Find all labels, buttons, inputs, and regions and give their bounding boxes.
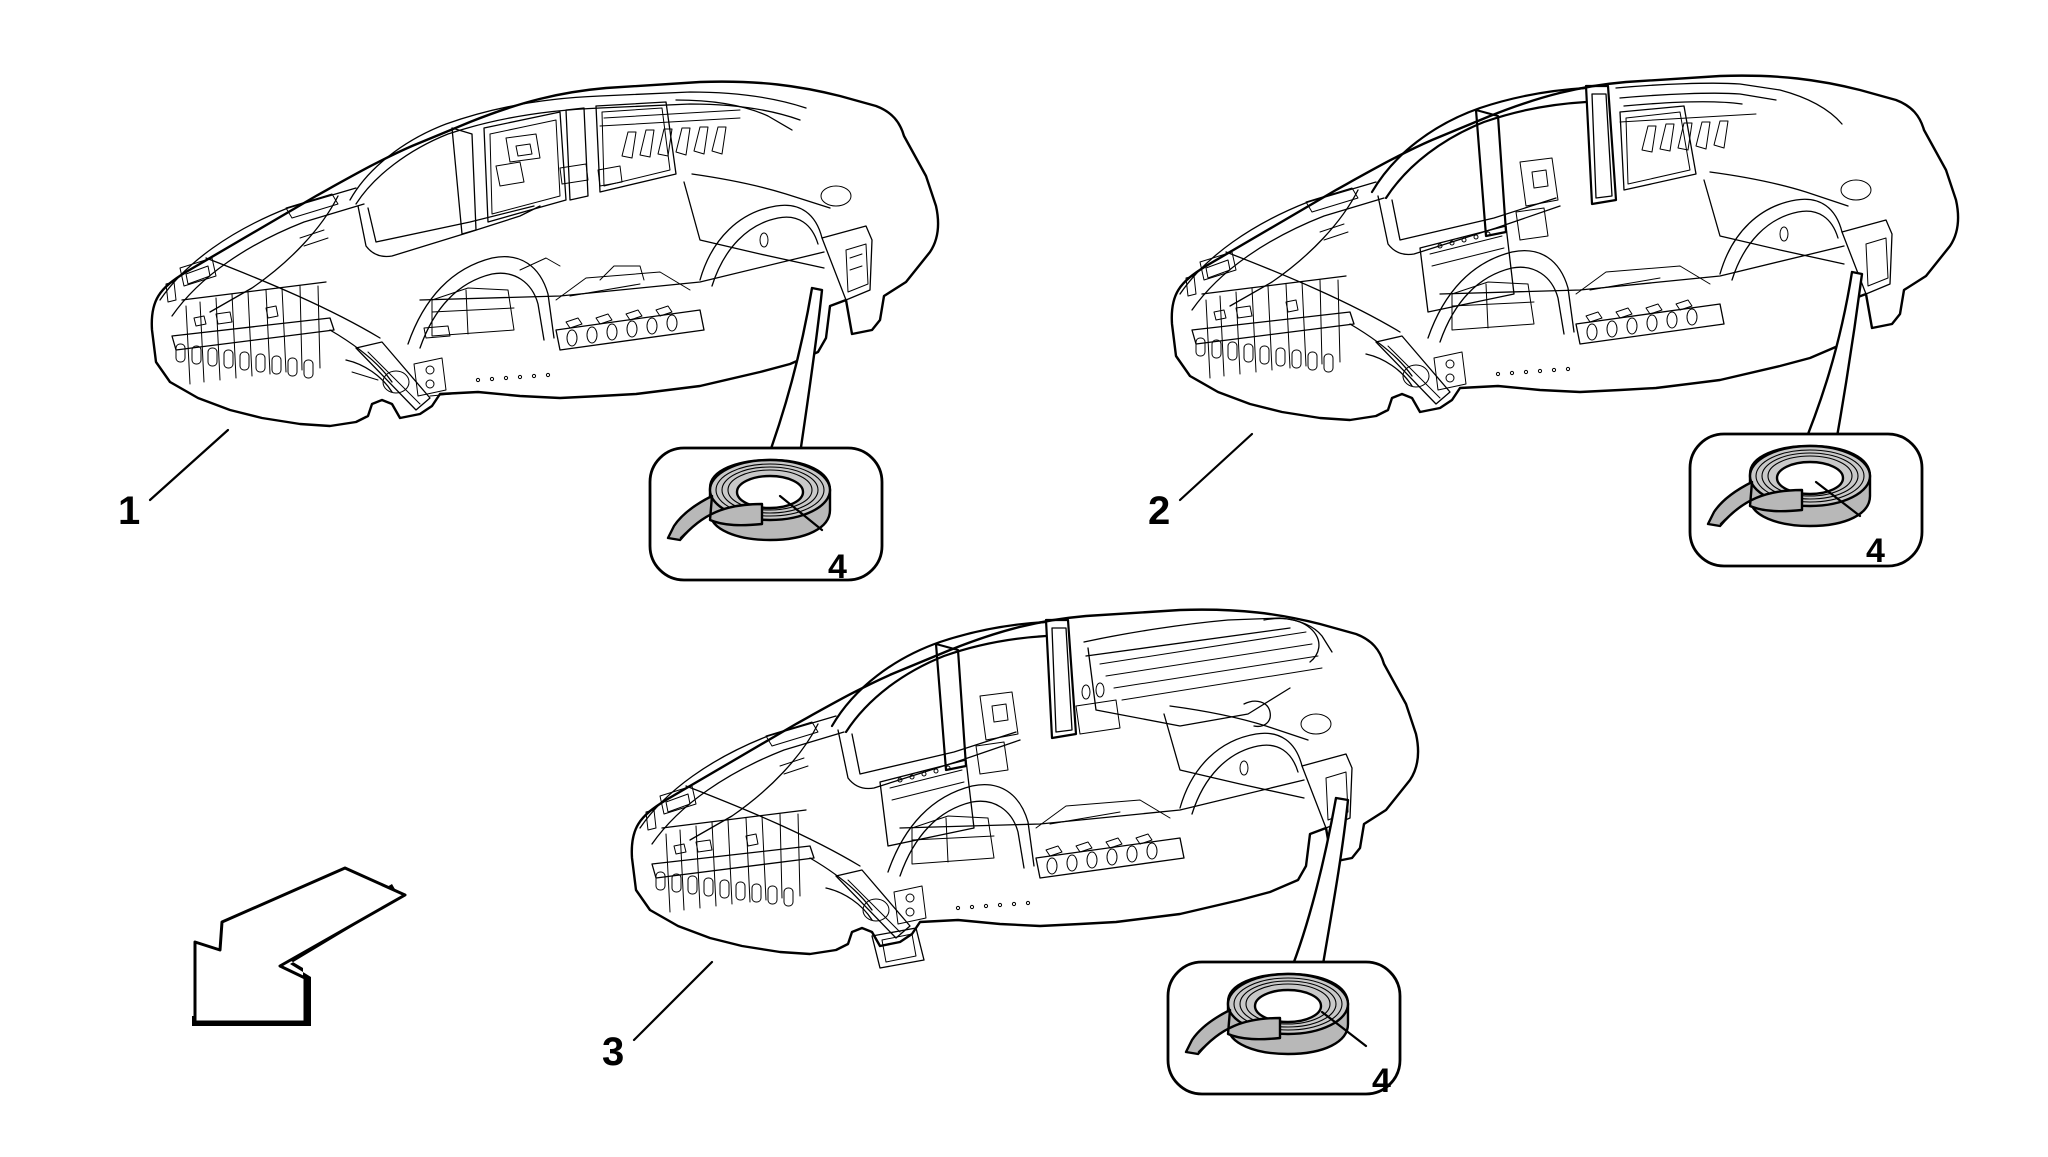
part-number-1: 1 <box>118 489 140 533</box>
seal-tape-coil-icon <box>1184 972 1350 1056</box>
callout-part-number: 4 <box>1372 1062 1391 1100</box>
callout-leader-line <box>778 494 824 532</box>
callout-leader-line <box>1814 480 1862 518</box>
part-leader-1 <box>148 428 230 502</box>
callout-leader-line <box>1320 1010 1368 1048</box>
part-leader-3 <box>632 960 714 1042</box>
part-number-2: 2 <box>1148 489 1170 533</box>
seal-tape-coil-icon <box>1706 444 1872 528</box>
callout-part-number: 4 <box>828 548 847 586</box>
direction-arrow-icon <box>192 866 407 1026</box>
part-leader-2 <box>1178 432 1254 502</box>
seal-tape-coil-icon <box>666 458 832 542</box>
callout-part-number: 4 <box>1866 532 1885 570</box>
part-number-3: 3 <box>602 1030 624 1074</box>
